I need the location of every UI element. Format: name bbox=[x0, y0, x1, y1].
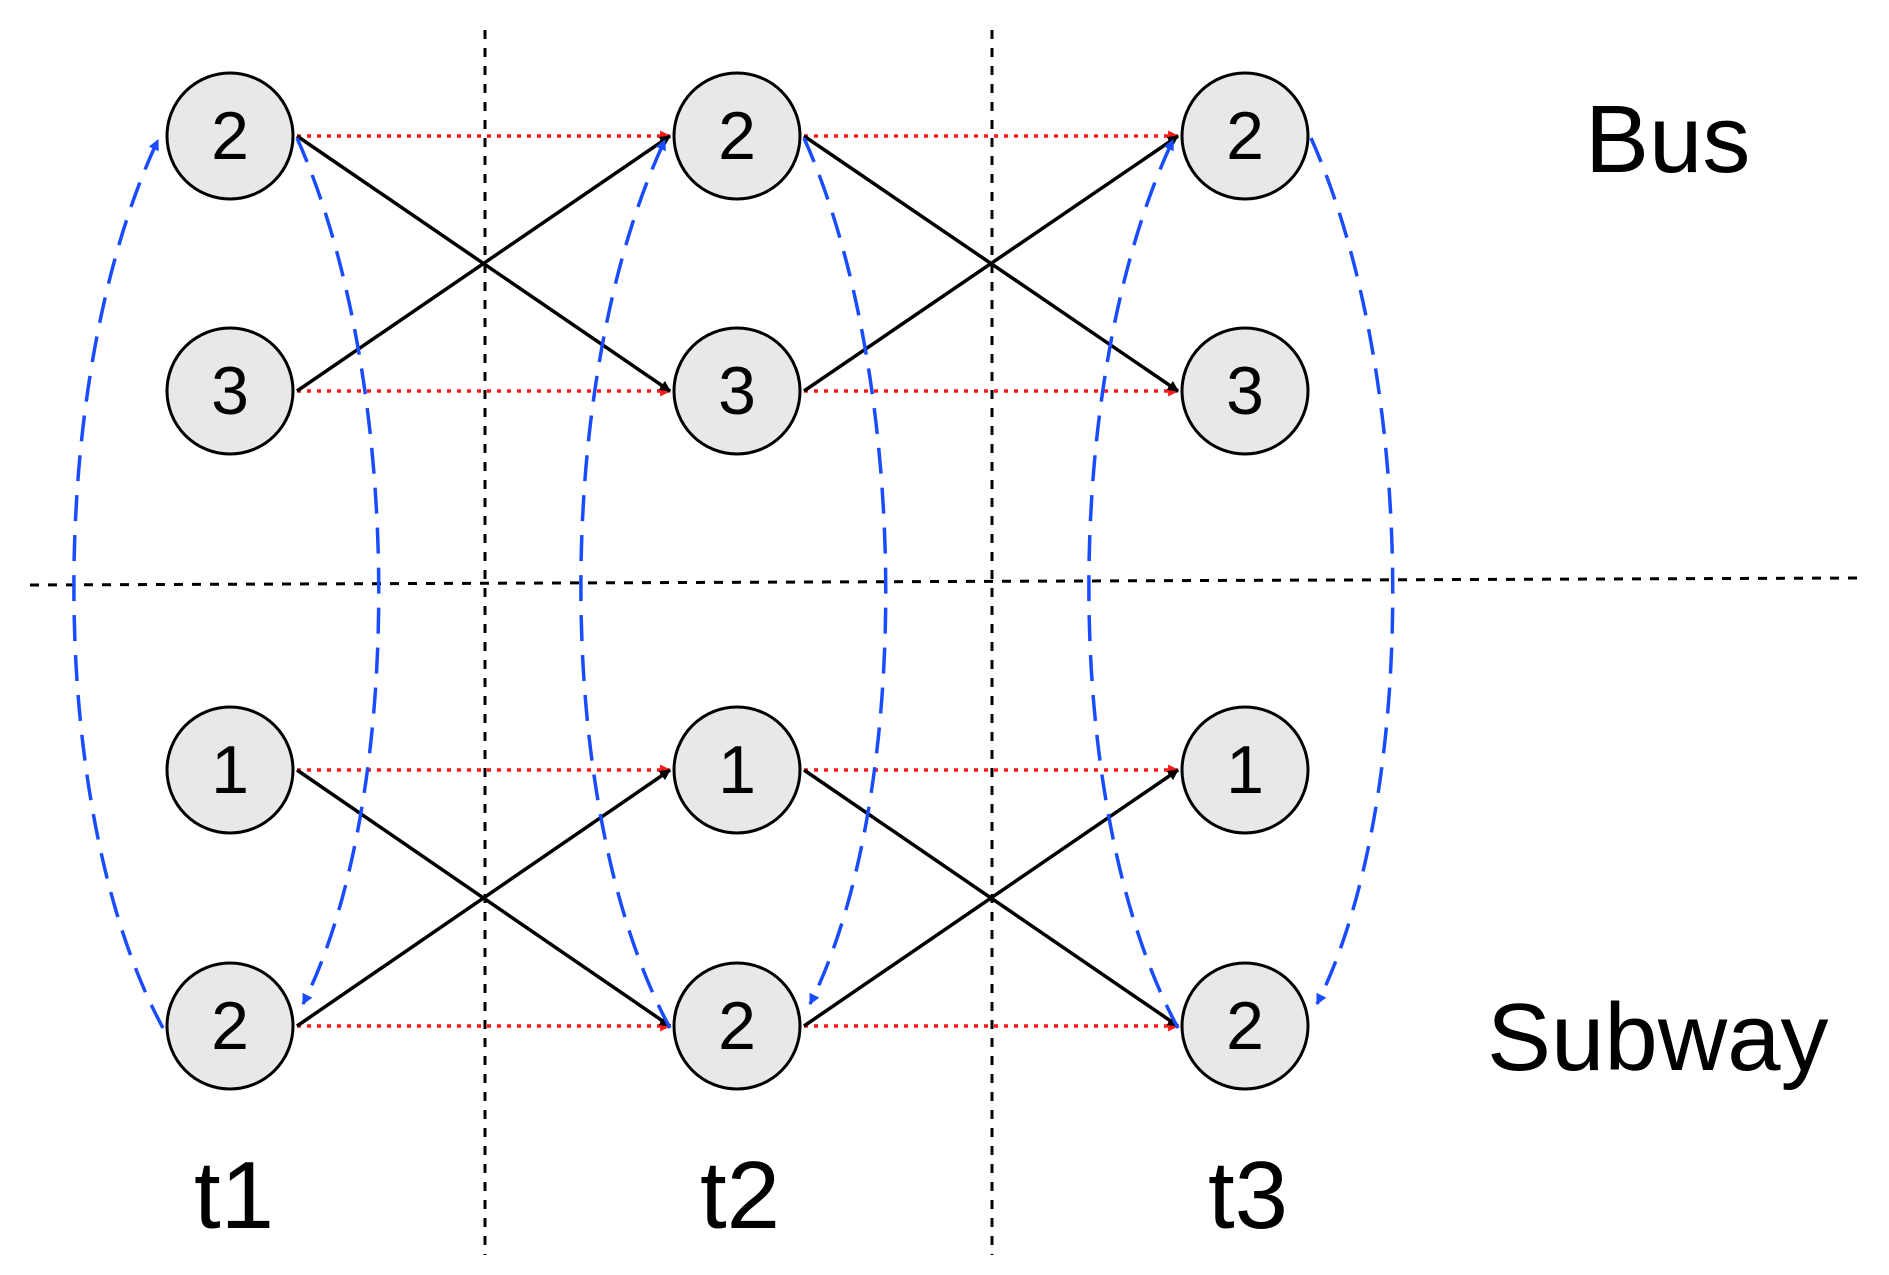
node-label: 2 bbox=[718, 98, 756, 174]
subway-layer-nodes: 1 1 1 2 2 2 bbox=[165, 705, 1310, 1091]
node-circle bbox=[165, 705, 295, 835]
bus-node[interactable]: 2 bbox=[1180, 71, 1310, 201]
subway-node[interactable]: 2 bbox=[165, 961, 295, 1091]
node-circle bbox=[1180, 71, 1310, 201]
node-label: 3 bbox=[211, 353, 249, 429]
transfer-edge bbox=[803, 768, 1179, 1028]
transfer-edge bbox=[296, 768, 671, 1028]
time-step-label: t1 bbox=[194, 1142, 274, 1249]
subway-node[interactable]: 2 bbox=[672, 961, 802, 1091]
node-circle bbox=[1180, 961, 1310, 1091]
node-label: 2 bbox=[1226, 98, 1264, 174]
node-label: 2 bbox=[718, 988, 756, 1064]
layer-divider bbox=[29, 576, 1861, 587]
node-circle bbox=[672, 71, 802, 201]
interlayer-edge-down bbox=[1309, 137, 1395, 1005]
node-label: 2 bbox=[1226, 988, 1264, 1064]
node-label: 2 bbox=[211, 988, 249, 1064]
subway-node[interactable]: 1 bbox=[672, 705, 802, 835]
bus-node[interactable]: 3 bbox=[165, 326, 295, 456]
bus-node[interactable]: 2 bbox=[165, 71, 295, 201]
interlayer-edge-up bbox=[72, 139, 165, 1029]
node-circle bbox=[165, 71, 295, 201]
interlayer-edge-down bbox=[802, 137, 888, 1005]
bus-node[interactable]: 3 bbox=[672, 326, 802, 456]
subway-node[interactable]: 1 bbox=[1180, 705, 1310, 835]
node-label: 1 bbox=[718, 732, 756, 808]
interlayer-edge-up bbox=[1087, 139, 1180, 1029]
subway-node[interactable]: 2 bbox=[1180, 961, 1310, 1091]
bus-layer-nodes: 2 2 2 3 3 3 bbox=[165, 71, 1310, 456]
node-circle bbox=[165, 961, 295, 1091]
interlayer-edges bbox=[72, 137, 1395, 1029]
bus-node[interactable]: 2 bbox=[672, 71, 802, 201]
node-circle bbox=[672, 705, 802, 835]
node-circle bbox=[1180, 326, 1310, 456]
grid-lines bbox=[29, 30, 1861, 1255]
bus-layer-label: Bus bbox=[1585, 86, 1750, 193]
interlayer-edge-up bbox=[579, 139, 672, 1029]
time-step-label: t3 bbox=[1208, 1142, 1288, 1249]
bus-node[interactable]: 3 bbox=[1180, 326, 1310, 456]
node-label: 3 bbox=[718, 353, 756, 429]
interlayer-edge-down bbox=[295, 137, 381, 1005]
node-circle bbox=[672, 961, 802, 1091]
waiting-edges bbox=[297, 130, 1180, 1032]
node-circle bbox=[165, 326, 295, 456]
node-label: 3 bbox=[1226, 353, 1264, 429]
node-circle bbox=[672, 326, 802, 456]
node-label: 1 bbox=[1226, 732, 1264, 808]
node-label: 2 bbox=[211, 98, 249, 174]
node-circle bbox=[1180, 705, 1310, 835]
time-step-label: t2 bbox=[700, 1142, 780, 1249]
subway-layer-label: Subway bbox=[1487, 984, 1829, 1091]
subway-node[interactable]: 1 bbox=[165, 705, 295, 835]
node-label: 1 bbox=[211, 732, 249, 808]
